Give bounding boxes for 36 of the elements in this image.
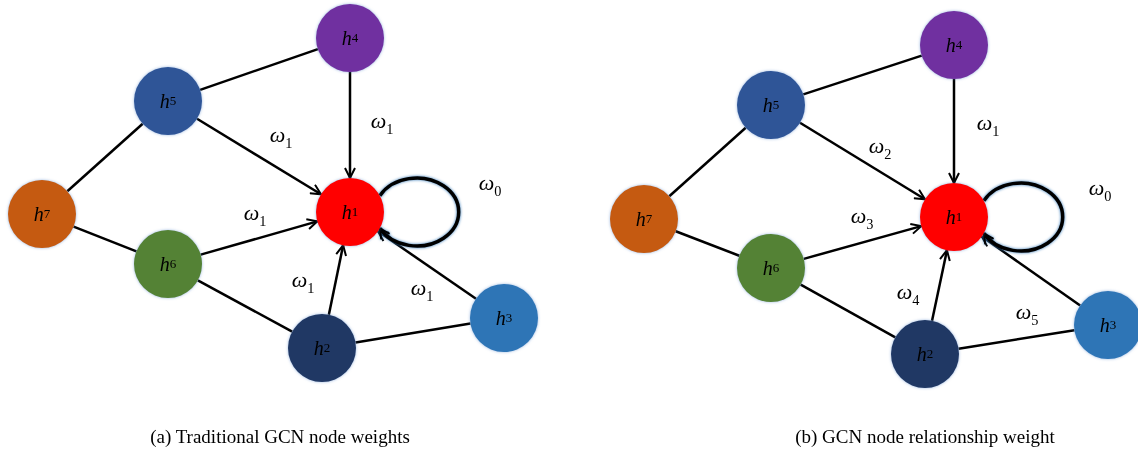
arrow [803,223,923,261]
arrow [377,230,477,300]
edge-label: ω$_{4}$ [896,281,920,307]
edge-line [197,279,293,333]
arrow [327,244,347,315]
arrow [344,72,356,179]
arrow [980,235,1081,307]
edge-line [668,126,747,198]
edge-label: ω$_{1}$ [410,277,434,303]
caption-text: (b) GCN node relationship weight [795,426,1055,448]
edge-label: ω$_{0}$ [478,172,502,198]
arrow [948,79,960,184]
edge-line [802,54,923,96]
edge-line [199,47,319,92]
edge-line [800,283,896,339]
arrow [196,117,322,196]
edge-line [355,322,471,344]
arrow [200,218,319,256]
edge-label: ω$_{1}$ [269,124,293,150]
self-loop-arrow [982,181,1065,253]
edge-label: ω$_{5}$ [1015,301,1039,327]
edge-line [675,230,740,257]
arrow [930,249,951,321]
self-loop-arrow [378,176,461,248]
edge-label: ω$_{1}$ [291,269,315,295]
edge-label: ω$_{1}$ [243,202,267,228]
edge-label: ω$_{1}$ [976,112,1000,138]
caption-text: (a) Traditional GCN node weights [150,426,410,448]
edge-line [958,329,1075,350]
edge-label: ω$_{2}$ [868,135,892,161]
arrow [799,121,926,201]
edge-label: ω$_{1}$ [370,110,394,136]
edge-label: ω$_{3}$ [850,205,874,231]
edge-line [73,225,137,253]
edge-line [66,122,144,193]
edge-label: ω$_{0}$ [1088,177,1112,203]
